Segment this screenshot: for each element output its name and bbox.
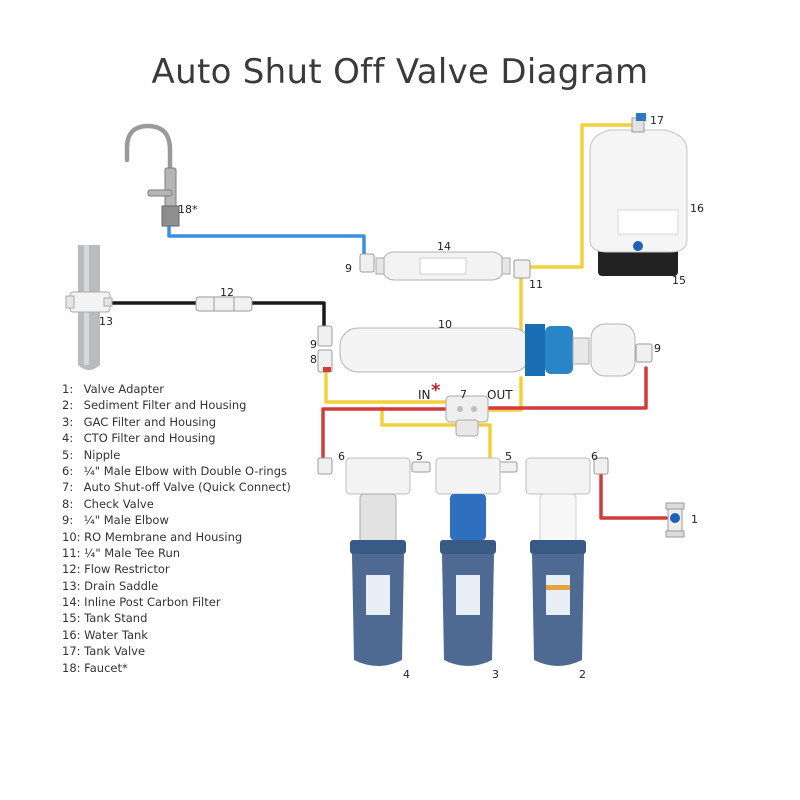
callout-6-left: 6 — [338, 450, 345, 463]
callout-2: 2 — [579, 668, 586, 681]
callout-labels: 18* 14 9 11 17 16 15 12 13 10 9 8 9 IN *… — [99, 114, 704, 681]
filter-housing-2 — [525, 457, 591, 666]
legend-item: 11: ¼" Male Tee Run — [62, 545, 181, 560]
callout-9-post-filter: 9 — [345, 262, 352, 275]
callout-13: 13 — [99, 315, 113, 328]
nipple-5-right — [498, 461, 518, 473]
callout-10: 10 — [438, 318, 452, 331]
red-tube-filter4-line — [321, 407, 448, 462]
legend-item: 12: Flow Restrictor — [62, 562, 170, 577]
legend-item: 16: Water Tank — [62, 627, 148, 642]
tee-11 — [513, 259, 531, 279]
tank-valve — [631, 113, 646, 133]
valve-in-label: IN — [418, 388, 431, 402]
drain-saddle — [65, 291, 113, 313]
callout-15: 15 — [672, 274, 686, 287]
legend-item: 3: GAC Filter and Housing — [62, 414, 217, 429]
legend-item: 7: Auto Shut-off Valve (Quick Connect) — [62, 480, 291, 495]
valve-out-label: OUT — [487, 388, 513, 402]
filter-housing-3 — [435, 457, 501, 666]
legend-item: 8: Check Valve — [62, 496, 154, 511]
legend-item: 9: ¼" Male Elbow — [62, 513, 169, 528]
yellow-tube-in-line — [324, 370, 448, 404]
yellow-tube-out-line — [486, 376, 523, 412]
callout-17: 17 — [650, 114, 664, 127]
flow-restrictor — [195, 296, 253, 312]
yellow-tube-filter3-line — [380, 406, 492, 464]
ro-membrane-housing — [339, 323, 636, 377]
parts-legend: 1: Valve Adapter 2: Sediment Filter and … — [62, 381, 291, 676]
elbow-6-right — [593, 457, 609, 475]
inline-post-carbon-filter — [375, 251, 511, 281]
callout-16: 16 — [690, 202, 704, 215]
red-tube-out-line — [486, 366, 648, 410]
yellow-tube-tank-line — [526, 123, 638, 269]
callout-8: 8 — [310, 353, 317, 366]
callout-7: 7 — [460, 388, 467, 401]
callout-1: 1 — [691, 513, 698, 526]
callout-3: 3 — [492, 668, 499, 681]
valve-adapter — [665, 502, 685, 538]
callout-5-left: 5 — [416, 450, 423, 463]
legend-item: 1: Valve Adapter — [62, 382, 165, 396]
filter-housing-4 — [345, 457, 411, 666]
valve-in-asterisk: * — [431, 380, 441, 401]
elbow-9-right — [635, 343, 653, 363]
callout-6-right: 6 — [591, 450, 598, 463]
legend-item: 13: Drain Saddle — [62, 578, 159, 593]
callout-9-membrane: 9 — [310, 338, 317, 351]
blue-tube-faucet-line — [167, 223, 366, 258]
diagram-title: Auto Shut Off Valve Diagram — [151, 52, 649, 92]
legend-item: 2: Sediment Filter and Housing — [62, 398, 247, 413]
callout-4: 4 — [403, 668, 410, 681]
callout-5-right: 5 — [505, 450, 512, 463]
elbow-6-left — [317, 457, 333, 475]
check-valve-red-band — [323, 367, 331, 372]
black-tube-restrictor-line — [250, 301, 326, 330]
nipple-5-left — [411, 461, 431, 473]
tubing-lines — [108, 123, 668, 520]
faucet — [124, 123, 180, 227]
water-tank — [589, 129, 688, 276]
legend-item: 18: Faucet* — [62, 660, 128, 675]
legend-item: 10: RO Membrane and Housing — [62, 529, 243, 544]
fittings — [317, 253, 653, 475]
legend-item: 17: Tank Valve — [62, 644, 146, 659]
red-tube-adapter-line — [599, 470, 668, 520]
legend-item: 15: Tank Stand — [62, 611, 148, 626]
callout-14: 14 — [437, 240, 451, 253]
elbow-9-post-filter — [359, 253, 375, 273]
legend-item: 4: CTO Filter and Housing — [62, 431, 216, 446]
callout-11: 11 — [529, 278, 543, 291]
callout-9-right: 9 — [654, 342, 661, 355]
legend-item: 6: ¼" Male Elbow with Double O-rings — [62, 463, 287, 478]
elbow-9-membrane — [317, 325, 333, 347]
callout-18: 18* — [178, 203, 198, 216]
legend-item: 5: Nipple — [62, 447, 121, 462]
auto-shutoff-valve — [445, 395, 489, 437]
callout-12: 12 — [220, 286, 234, 299]
legend-item: 14: Inline Post Carbon Filter — [62, 595, 221, 610]
